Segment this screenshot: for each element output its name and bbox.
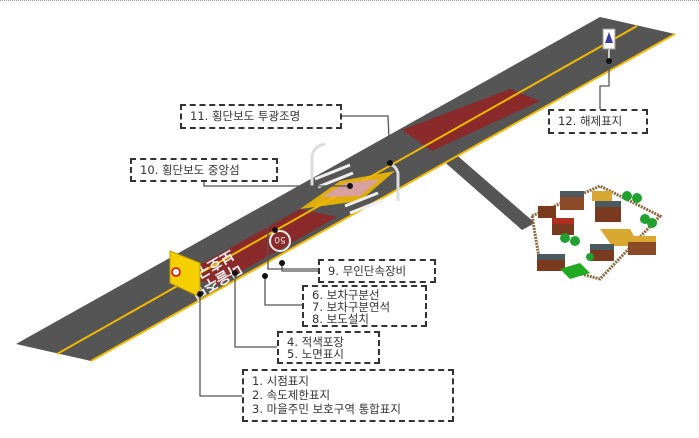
label-sidewalk-group: 6. 보차구분선 7. 보차구분연석 8. 보도설치 — [302, 285, 427, 327]
edge-line — [90, 33, 676, 362]
label-text: 10. 횡단보도 중앙섬 — [140, 163, 240, 177]
end-sign — [602, 28, 616, 61]
label-text: 5. 노면표시 — [287, 347, 344, 361]
label-text: 4. 적색포장 — [287, 335, 344, 349]
label-median-island: 10. 횡단보도 중앙섬 — [130, 158, 278, 182]
label-text: 1. 시점표지 — [252, 374, 309, 388]
label-pavement-group: 4. 적색포장 5. 노면표시 — [277, 331, 380, 364]
red-zone-start — [180, 209, 337, 285]
svg-text:50: 50 — [274, 234, 286, 244]
speed-marking: 50 — [269, 230, 291, 252]
side-road — [432, 151, 535, 230]
leader-lines — [199, 61, 610, 397]
label-text: 7. 보차구분연석 — [312, 300, 391, 314]
label-text: 12. 해제표지 — [558, 114, 623, 128]
label-text: 2. 속도제한표지 — [252, 388, 331, 402]
village-illustration — [530, 184, 663, 281]
label-end-sign: 12. 해제표지 — [548, 109, 648, 134]
label-signs-group: 1. 시점표지 2. 속도제한표지 3. 마을주민 보호구역 통합표지 — [242, 369, 454, 422]
label-floodlight: 11. 횡단보도 투광조명 — [180, 104, 342, 129]
label-speed-camera: 9. 무인단속장비 — [318, 259, 436, 283]
label-text: 8. 보도설치 — [312, 312, 369, 326]
leader-dots — [197, 58, 612, 297]
label-text: 3. 마을주민 보호구역 통합표지 — [252, 402, 401, 416]
label-text: 11. 횡단보도 투광조명 — [190, 109, 301, 123]
label-text: 9. 무인단속장비 — [328, 264, 407, 278]
label-text: 6. 보차구분선 — [312, 288, 380, 302]
